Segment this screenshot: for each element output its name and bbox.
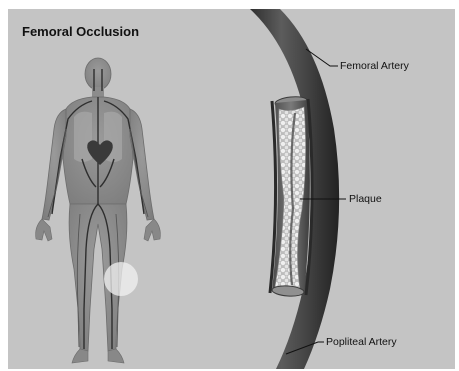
plaque-label: Plaque: [349, 193, 382, 205]
femoral-artery-label: Femoral Artery: [340, 60, 409, 72]
diagram-panel: Femoral Occlusion Femoral Artery Plaque …: [8, 9, 455, 369]
occlusion-site-highlight: [104, 262, 138, 296]
popliteal-artery-label: Popliteal Artery: [326, 336, 397, 348]
diagram-title: Femoral Occlusion: [22, 24, 139, 39]
